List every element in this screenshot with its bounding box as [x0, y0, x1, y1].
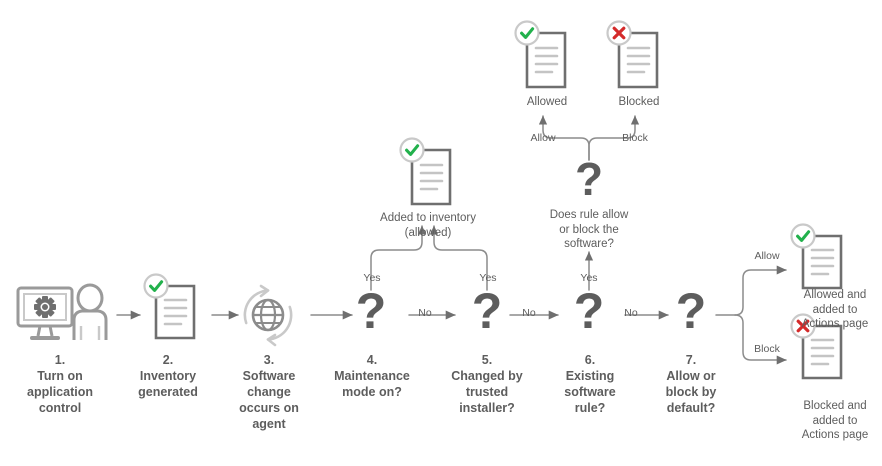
- cross-badge-icon: [606, 20, 632, 46]
- step-title-2: Inventory generated: [138, 369, 198, 399]
- outcome-label-blocked-actions: Blocked and added to Actions page: [801, 400, 869, 442]
- edge-label-7-block: Block: [754, 343, 780, 355]
- question-mark-icon-rule: ?: [574, 153, 604, 205]
- step-title-5: Changed by trusted installer?: [451, 369, 523, 415]
- outcome-label-allowed: Allowed: [526, 96, 568, 108]
- branch-rule-block: [588, 115, 640, 161]
- document-allowed-icon-top: [514, 20, 567, 89]
- edge-label-rule-allow: Allow: [530, 132, 556, 144]
- outcome-label-allowed-actions: Allowed and added to Actions page: [801, 289, 869, 331]
- step-label-7: 7. Allow or block by default?: [644, 352, 738, 416]
- edge-label-4-yes: Yes: [363, 272, 381, 284]
- edge-label-5-no: No: [522, 307, 536, 319]
- check-badge-icon: [399, 137, 425, 163]
- step-title-7: Allow or block by default?: [665, 369, 717, 415]
- question-mark-icon-step7: ?: [675, 283, 707, 339]
- check-badge-icon: [143, 273, 169, 299]
- step-title-1: Turn on application control: [27, 369, 93, 415]
- edge-label-6-no: No: [624, 307, 638, 319]
- step-title-4: Maintenance mode on?: [334, 369, 410, 399]
- branch-7-block: [734, 314, 787, 365]
- step-number-5: 5.: [481, 353, 493, 367]
- question-mark-icon-step5: ?: [471, 283, 503, 339]
- step-number-2: 2.: [162, 353, 174, 367]
- step-label-3: 3. Software change occurs on agent: [222, 352, 316, 432]
- branch-4-yes: [370, 225, 427, 291]
- question-mark-icon-step4: ?: [355, 283, 387, 339]
- step-number-4: 4.: [366, 353, 378, 367]
- branch-7-allow: [734, 265, 787, 316]
- step-label-5: 5. Changed by trusted installer?: [437, 352, 537, 416]
- monitor-user-icon: [16, 283, 108, 340]
- question-mark-icon-step6: ?: [573, 283, 605, 339]
- document-allowed-icon-added: [399, 137, 452, 206]
- edge-label-4-no: No: [418, 307, 432, 319]
- step-title-3: Software change occurs on agent: [239, 369, 299, 431]
- step-number-6: 6.: [584, 353, 596, 367]
- branch-rule-allow: [538, 115, 590, 161]
- edge-label-rule-block: Block: [622, 132, 648, 144]
- step-number-3: 3.: [263, 353, 275, 367]
- outcome-label-rule-question: Does rule allow or block the software?: [549, 209, 629, 251]
- document-blocked-icon-top: [606, 20, 659, 89]
- step-label-4: 4. Maintenance mode on?: [321, 352, 423, 400]
- outcome-label-inventory: Added to inventory (allowed): [380, 212, 476, 239]
- branch-5-yes: [429, 225, 488, 291]
- step-label-2: 2. Inventory generated: [118, 352, 218, 400]
- step-number-1: 1.: [54, 353, 66, 367]
- document-blocked-icon-actions: [790, 313, 843, 380]
- document-allowed-icon-inventory: [143, 273, 196, 340]
- globe-refresh-icon: [243, 284, 293, 347]
- edge-label-5-yes: Yes: [479, 272, 497, 284]
- cross-badge-icon: [790, 313, 816, 339]
- edge-label-6-yes: Yes: [580, 272, 598, 284]
- edge-label-7-allow: Allow: [754, 250, 780, 262]
- step-label-6: 6. Existing software rule?: [545, 352, 635, 416]
- document-allowed-icon-actions: [790, 223, 843, 290]
- step-title-6: Existing software rule?: [564, 369, 616, 415]
- check-badge-icon: [514, 20, 540, 46]
- step-number-7: 7.: [685, 353, 697, 367]
- check-badge-icon: [790, 223, 816, 249]
- outcome-label-blocked: Blocked: [618, 96, 660, 108]
- step-label-1: 1. Turn on application control: [5, 352, 115, 416]
